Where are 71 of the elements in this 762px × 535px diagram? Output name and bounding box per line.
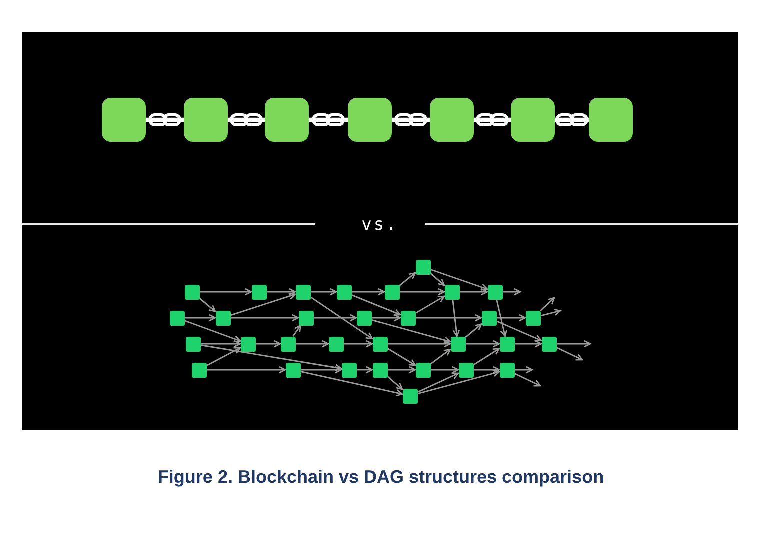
chain-block — [589, 98, 633, 142]
figure-caption: Figure 2. Blockchain vs DAG structures comparison — [156, 466, 606, 489]
arrow — [296, 340, 330, 348]
chain-block — [102, 98, 146, 142]
arrow — [430, 348, 452, 365]
arrow — [460, 288, 488, 296]
arrow — [514, 372, 542, 387]
arrow — [200, 288, 252, 296]
arrow — [400, 288, 446, 296]
arrow — [556, 346, 584, 361]
arrow — [256, 340, 282, 348]
arrow — [514, 340, 542, 348]
arrow — [417, 370, 500, 395]
arrow — [199, 298, 216, 312]
chain-link — [555, 114, 589, 126]
chain-block — [348, 98, 392, 142]
arrow — [452, 299, 460, 338]
arrow — [502, 288, 522, 296]
arrow — [430, 272, 446, 286]
arrow — [388, 366, 416, 374]
arrow — [466, 340, 500, 348]
arrow — [310, 296, 374, 340]
separator-label: vs. — [360, 214, 400, 236]
chain-link — [392, 114, 430, 126]
arrow — [496, 299, 508, 338]
arrow — [314, 314, 358, 322]
arrow — [514, 366, 534, 374]
chain-block — [511, 98, 555, 142]
chain-link — [474, 114, 511, 126]
arrow — [430, 268, 488, 291]
arrow — [300, 370, 404, 397]
arrow — [344, 340, 374, 348]
arrow — [371, 319, 452, 344]
arrow — [540, 297, 556, 312]
arrow — [415, 296, 446, 314]
arrow — [474, 366, 500, 374]
arrow — [184, 320, 242, 343]
arrow — [387, 348, 416, 366]
chain-block — [184, 98, 228, 142]
arrow — [230, 292, 296, 316]
arrow — [465, 324, 482, 338]
chain-link — [228, 114, 265, 126]
arrow — [292, 324, 302, 337]
arrow — [184, 314, 216, 322]
arrow — [496, 320, 542, 342]
arrow — [200, 344, 342, 372]
chain-link — [146, 114, 184, 126]
arrow — [430, 366, 460, 374]
arrow — [206, 347, 242, 367]
arrow — [356, 366, 374, 374]
arrow — [556, 340, 592, 348]
arrow — [473, 348, 500, 366]
chain-block — [265, 98, 309, 142]
arrow — [416, 314, 482, 322]
arrow — [351, 294, 402, 316]
arrow — [496, 314, 526, 322]
arrow — [200, 340, 242, 348]
arrow — [352, 288, 386, 296]
arrow — [230, 314, 300, 322]
arrow — [310, 288, 338, 296]
arrow — [266, 288, 296, 296]
arrow — [388, 340, 452, 348]
arrow — [372, 314, 402, 322]
arrow — [540, 308, 562, 317]
arrow — [206, 366, 286, 374]
arrow — [417, 372, 460, 394]
arrow — [399, 272, 416, 286]
arrow — [387, 376, 404, 390]
chain-block — [430, 98, 474, 142]
chain-link — [309, 114, 348, 126]
arrow — [300, 366, 342, 374]
